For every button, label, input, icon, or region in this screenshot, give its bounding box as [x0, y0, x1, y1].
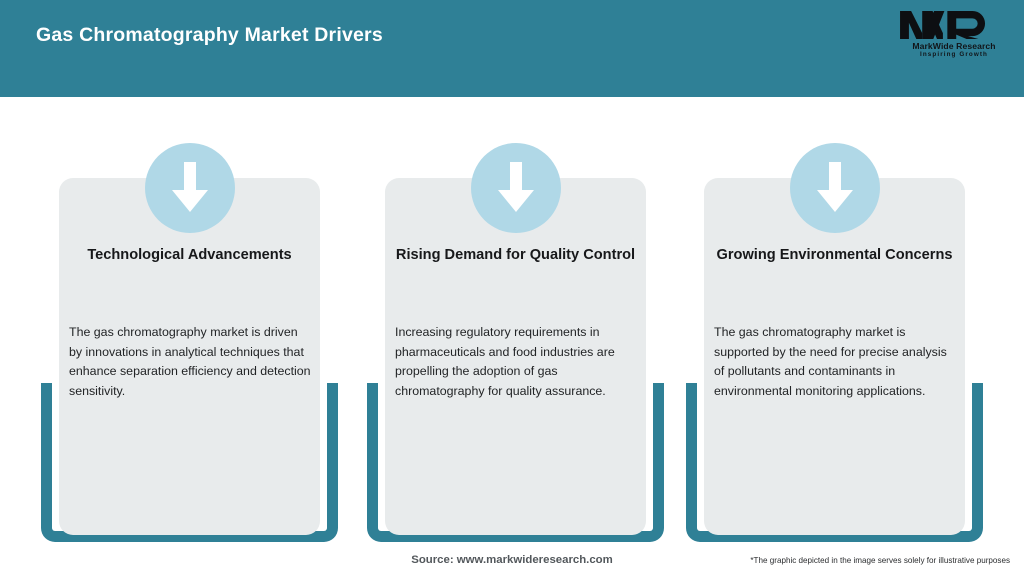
logo-company-name: MarkWide Research — [912, 41, 996, 51]
card-panel — [704, 178, 965, 535]
card-description: Increasing regulatory requirements in ph… — [395, 325, 615, 398]
card-frame-accent — [686, 383, 983, 542]
arrow-down-icon — [789, 143, 880, 233]
mwr-logo-icon — [900, 10, 986, 40]
card-frame-accent — [41, 383, 338, 542]
card-title: Technological Advancements — [87, 247, 292, 263]
card-description: The gas chromatography market is driven … — [69, 325, 311, 398]
driver-card-1[interactable]: Technological Advancements The gas chrom… — [41, 97, 338, 543]
page-header: Gas Chromatography Market Drivers MarkWi… — [0, 0, 1024, 97]
logo-tagline: Inspiring Growth — [920, 51, 988, 58]
card-description: The gas chromatography market is support… — [714, 325, 947, 398]
arrow-down-glyph — [816, 162, 853, 212]
arrow-down-icon — [470, 143, 561, 233]
source-label: Source: www.markwideresearch.com — [411, 554, 613, 566]
disclaimer-note: *The graphic depicted in the image serve… — [750, 556, 1010, 565]
card-title: Growing Environmental Concerns — [716, 247, 953, 263]
card-panel — [59, 178, 320, 535]
card-panel — [385, 178, 646, 535]
arrow-down-glyph — [497, 162, 534, 212]
arrow-down-glyph — [171, 162, 208, 212]
card-title: Rising Demand for Quality Control — [395, 247, 636, 263]
driver-cards-container: Technological Advancements The gas chrom… — [0, 97, 1024, 542]
page-title: Gas Chromatography Market Drivers — [36, 24, 383, 46]
driver-card-3[interactable]: Growing Environmental Concerns The gas c… — [686, 97, 983, 543]
driver-card-2[interactable]: Rising Demand for Quality Control Increa… — [367, 97, 664, 543]
arrow-down-icon — [144, 143, 235, 233]
card-frame-accent — [367, 383, 664, 542]
brand-logo: MarkWide Research Inspiring Growth — [898, 8, 1010, 66]
